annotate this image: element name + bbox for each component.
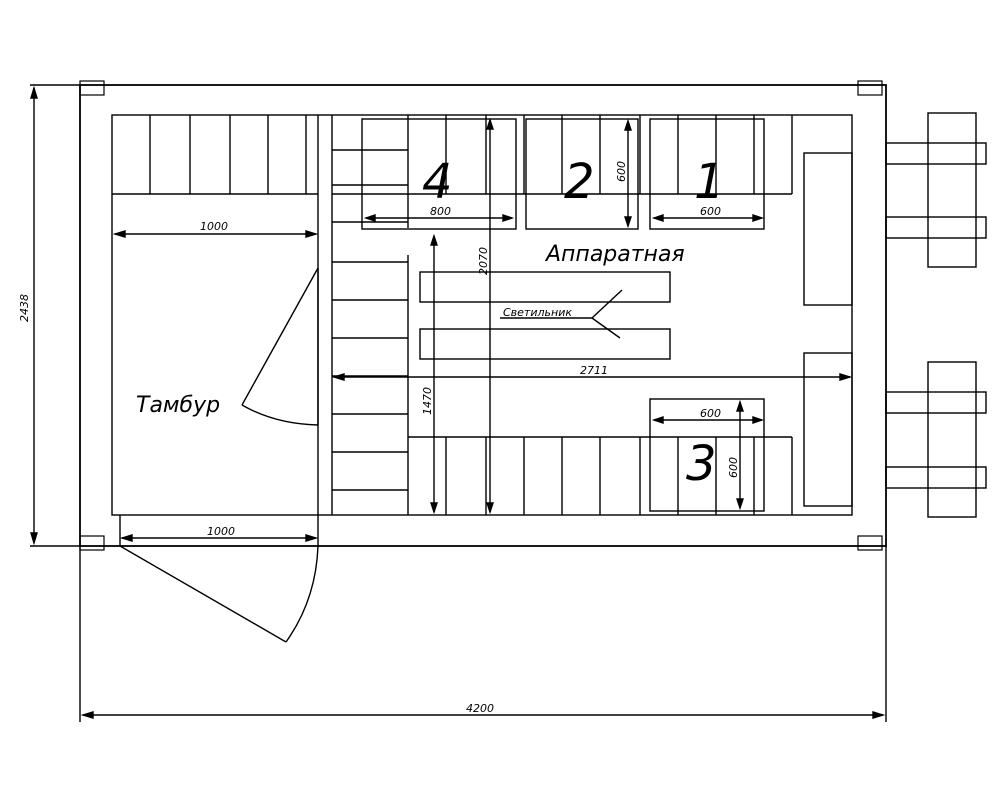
dimension-overall-length — [79, 546, 887, 722]
right-cabinet-upper — [803, 152, 853, 306]
rack-1 — [649, 118, 765, 230]
dimension-vestibule-width-label: 1000 — [200, 220, 228, 233]
dimension-rack-4-label: 800 — [430, 205, 451, 218]
luminaire-label: Светильник — [503, 306, 572, 319]
dimension-door-width — [119, 534, 319, 542]
rack-2-number: 2 — [564, 154, 595, 210]
dimension-lower-height-label: 1470 — [421, 387, 434, 415]
dimension-door-width-label: 1000 — [207, 525, 235, 538]
dimension-rack-2 — [624, 118, 632, 229]
dimension-overall-width — [30, 84, 80, 547]
outdoor-unit-upper — [885, 112, 987, 268]
luminaire-upper — [419, 271, 671, 303]
vestibule-partition — [317, 115, 333, 515]
rack-2 — [525, 118, 639, 230]
dimension-room-height — [486, 117, 494, 515]
upper-wall-panels — [332, 115, 793, 195]
dimension-overall-length-label: 4200 — [466, 702, 494, 715]
lower-wall-panels — [408, 436, 793, 515]
left-shelf-column — [332, 115, 409, 515]
equipment-room-label: Аппаратная — [544, 242, 685, 267]
luminaire-lower — [419, 328, 671, 360]
vestibule-wall-panels — [112, 115, 318, 195]
container-outer-wall — [79, 84, 887, 547]
container-inner-wall — [111, 114, 853, 516]
dimension-room-length-label: 2711 — [580, 364, 608, 377]
rack-1-number: 1 — [694, 154, 725, 210]
dimension-overall-width-label: 2438 — [18, 294, 31, 322]
rack-4-number: 4 — [422, 154, 453, 210]
dimension-rack-3-depth-label: 600 — [727, 457, 740, 478]
dimension-rack-3-width-label: 600 — [700, 407, 721, 420]
dimension-rack-4 — [363, 214, 515, 222]
dimension-rack-1-label: 600 — [700, 205, 721, 218]
exterior-door — [119, 515, 319, 643]
outdoor-unit-lower — [885, 361, 987, 518]
dimension-rack-3-depth — [736, 399, 744, 511]
vestibule-inner-door — [241, 267, 319, 426]
dimension-lower-height — [430, 233, 438, 515]
dimension-room-length — [331, 373, 853, 381]
dimension-rack-2-label: 600 — [615, 161, 628, 182]
right-cabinet-lower — [803, 352, 853, 507]
rack-3-number: 3 — [686, 436, 717, 492]
dimension-room-height-label: 2070 — [477, 247, 490, 275]
dimension-rack-1 — [651, 214, 765, 222]
rack-4 — [361, 118, 517, 230]
rack-3 — [649, 398, 765, 512]
dimension-rack-3-width — [651, 416, 765, 424]
dimension-vestibule-width — [112, 230, 319, 238]
luminaire-leader — [500, 289, 623, 339]
vestibule-label: Тамбур — [136, 393, 220, 418]
corner-fittings — [79, 80, 883, 551]
